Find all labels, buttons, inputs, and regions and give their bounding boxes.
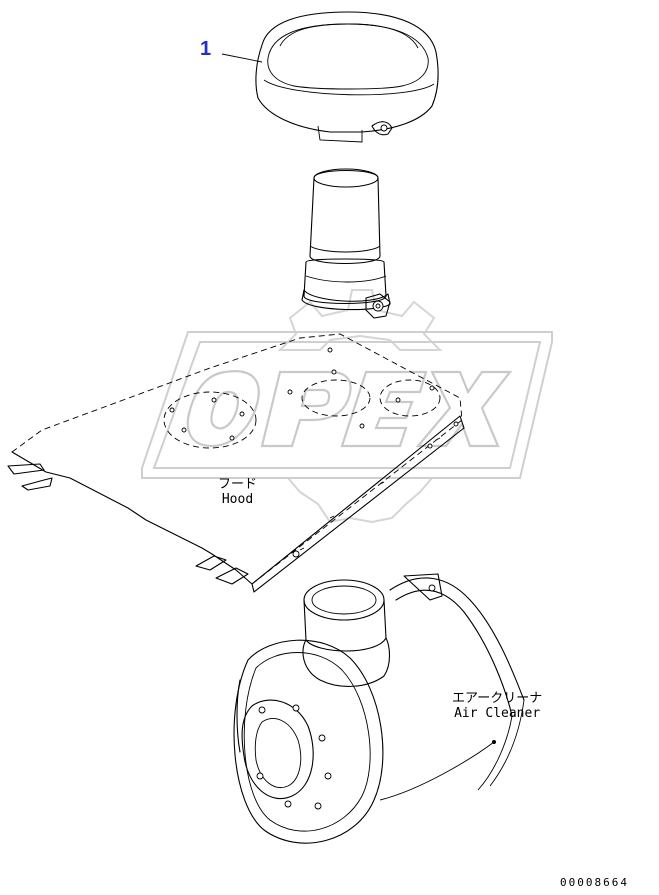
watermark — [141, 289, 553, 524]
watermark-gear — [277, 289, 443, 524]
cap-part — [255, 11, 439, 143]
watermark-letters — [186, 370, 513, 448]
hood-bolt-holes — [169, 347, 459, 558]
watermark-frame — [141, 331, 553, 479]
filter-element — [301, 168, 391, 319]
hood-label: フード Hood — [218, 477, 258, 508]
hood-label-en: Hood — [221, 491, 254, 507]
air-cleaner-body — [233, 573, 525, 844]
callout-1: 1 — [200, 38, 212, 60]
drawing-number: 00008664 — [560, 876, 629, 889]
callout-1-leader — [221, 53, 263, 63]
air-cleaner-label: エアークリーナ Air Cleaner — [452, 691, 543, 722]
air-cleaner-leader-dot — [492, 740, 496, 744]
air-cleaner-label-en: Air Cleaner — [454, 705, 541, 721]
air-cleaner-label-jp: エアークリーナ — [452, 691, 543, 706]
hood-label-jp: フード — [218, 477, 258, 492]
air-cleaner-leader — [379, 741, 495, 801]
hood-panel — [7, 333, 465, 593]
air-cleaner-bolts — [256, 704, 332, 810]
